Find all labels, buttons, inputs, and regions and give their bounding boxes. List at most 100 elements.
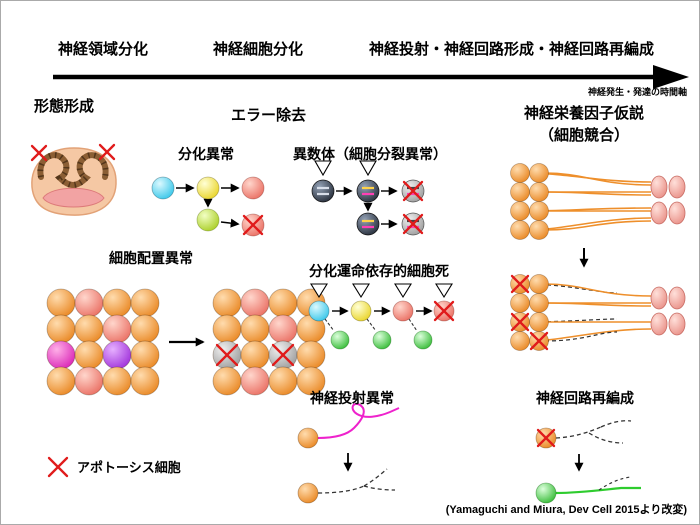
neuron-cell [510, 293, 530, 313]
apoptosis-x-mark [30, 144, 48, 162]
lineage-link [366, 318, 377, 332]
target-cell [650, 201, 668, 225]
differentiation-tree-diagram [151, 176, 265, 237]
neuron-cell [529, 293, 549, 313]
retracting-axon-dashed [555, 426, 602, 439]
tissue-cell [240, 340, 270, 370]
corrected-axon-dashed [317, 485, 365, 494]
embryo-illustration [31, 147, 117, 216]
apoptosis-x-mark [242, 214, 264, 236]
neurotrophic-after-diagram [510, 274, 686, 351]
neurotrophic-before-diagram [510, 163, 686, 240]
apoptosis-x-mark [536, 428, 556, 448]
intermediate-cell [196, 176, 220, 200]
neuron-cell [529, 182, 549, 202]
timeline-label-projection-circuit: 神経投射・神経回路形成・神経回路再編成 [369, 41, 655, 58]
rewired-neuron [535, 482, 557, 504]
tissue-cell [74, 288, 104, 318]
tissue-cell [212, 314, 242, 344]
tissue-cell [212, 288, 242, 318]
tissue-cell [268, 288, 298, 318]
intermediate-cell [350, 300, 372, 322]
timeline-arrow [53, 65, 689, 89]
axon-line [544, 302, 652, 307]
division-funnel-icon [435, 283, 453, 299]
axon-branch-dashed [600, 420, 632, 428]
tissue-cell [296, 366, 326, 396]
subsection-title-fate-dependent-death: 分化運命依存的細胞死 [309, 263, 449, 279]
cell-grid-before [46, 288, 160, 396]
section-title-error-removal: エラー除去 [231, 107, 307, 124]
neuron-cell [529, 163, 549, 183]
daughter-cell [356, 212, 380, 236]
division-funnel-icon [310, 283, 328, 299]
neuron-cell [529, 220, 549, 240]
projection-abnormality-diagram [297, 403, 400, 504]
progenitor-cell [308, 300, 330, 322]
dividing-cell [311, 179, 335, 203]
axon-branch-dashed [588, 432, 624, 444]
apoptosis-x-mark [402, 180, 424, 202]
tissue-cell [240, 314, 270, 344]
tissue-cell [46, 288, 76, 318]
neural-fold-hatching [37, 152, 109, 189]
tissue-cell [102, 314, 132, 344]
tissue-cell [102, 366, 132, 396]
progenitor-cell [151, 176, 175, 200]
differentiated-cell [392, 300, 414, 322]
axon-line [544, 220, 652, 231]
timeline-axis-caption: 神経発生・発達の時間軸 [587, 87, 687, 97]
tissue-cell [46, 340, 76, 370]
tissue-cell [130, 314, 160, 344]
new-axon-green [555, 486, 641, 495]
tissue-cell [46, 366, 76, 396]
embryo-inner-tissue [42, 187, 105, 208]
subsection-title-cell-arrangement: 細胞配置異常 [109, 250, 193, 266]
tissue-cell [296, 340, 326, 370]
apoptosis-x-mark [510, 274, 530, 294]
target-cell [650, 312, 668, 336]
neuron-cell [510, 220, 530, 240]
retracting-axon [525, 318, 618, 323]
apoptosis-x-mark [510, 312, 530, 332]
apoptosis-x-mark [433, 300, 455, 322]
division-funnel-icon [394, 283, 412, 299]
misdifferentiated-cell [196, 208, 220, 232]
neuron-cell [529, 312, 549, 332]
tissue-cell [130, 288, 160, 318]
timeline-label-neuron-differentiation: 神経細胞分化 [213, 41, 304, 58]
neuron-cell [297, 482, 319, 504]
cell-grid-after [212, 288, 326, 396]
axon-branch-dashed [363, 468, 388, 487]
neuron-cell [297, 427, 319, 449]
target-cell [668, 175, 686, 199]
apoptosis-x-mark [215, 343, 239, 367]
apoptosis-x-mark [402, 213, 424, 235]
section-title-morphogenesis: 形態形成 [34, 98, 95, 115]
misrouted-axon [317, 403, 400, 439]
section-subtitle-cell-competition: （細胞競合） [538, 127, 630, 144]
axon-branch-dashed [363, 485, 396, 491]
tissue-cell [130, 366, 160, 396]
daughter-neuron [413, 330, 433, 350]
axon-line [544, 191, 652, 196]
target-cell [650, 175, 668, 199]
arrow [220, 218, 240, 228]
tissue-cell [240, 288, 270, 318]
tissue-cell [212, 366, 242, 396]
neuron-cell [510, 182, 530, 202]
tissue-cell [74, 314, 104, 344]
subsection-title-circuit-reorganization: 神経回路再編成 [536, 390, 634, 406]
apoptosis-x-mark [529, 331, 549, 351]
subsection-title-differentiation-abnormality: 分化異常 [178, 146, 234, 162]
apoptosis-x-mark [271, 343, 295, 367]
old-branch-dashed [598, 476, 632, 491]
neuron-cell [510, 201, 530, 221]
tissue-cell [102, 340, 132, 370]
timeline-label-region-differentiation: 神経領域分化 [58, 41, 149, 58]
apoptosis-x-mark [98, 143, 116, 161]
legend-apoptosis-label: アポトーシス細胞 [77, 460, 181, 475]
target-cell [668, 286, 686, 310]
differentiated-cell [241, 176, 265, 200]
